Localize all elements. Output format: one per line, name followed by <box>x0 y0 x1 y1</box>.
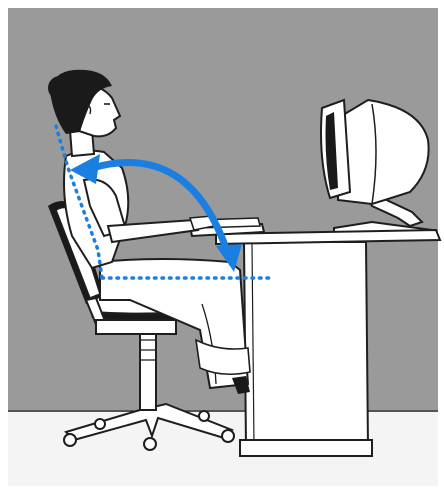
desk-foot <box>240 440 372 456</box>
chair-cylinder <box>140 330 156 410</box>
caster <box>222 430 234 442</box>
hair-bun <box>48 76 72 100</box>
chair-mechanism <box>96 320 176 334</box>
desk-pedestal <box>244 242 368 448</box>
caster <box>199 411 209 421</box>
floor <box>8 410 438 486</box>
caster <box>64 434 76 446</box>
caster <box>144 438 156 450</box>
caster <box>95 419 105 429</box>
